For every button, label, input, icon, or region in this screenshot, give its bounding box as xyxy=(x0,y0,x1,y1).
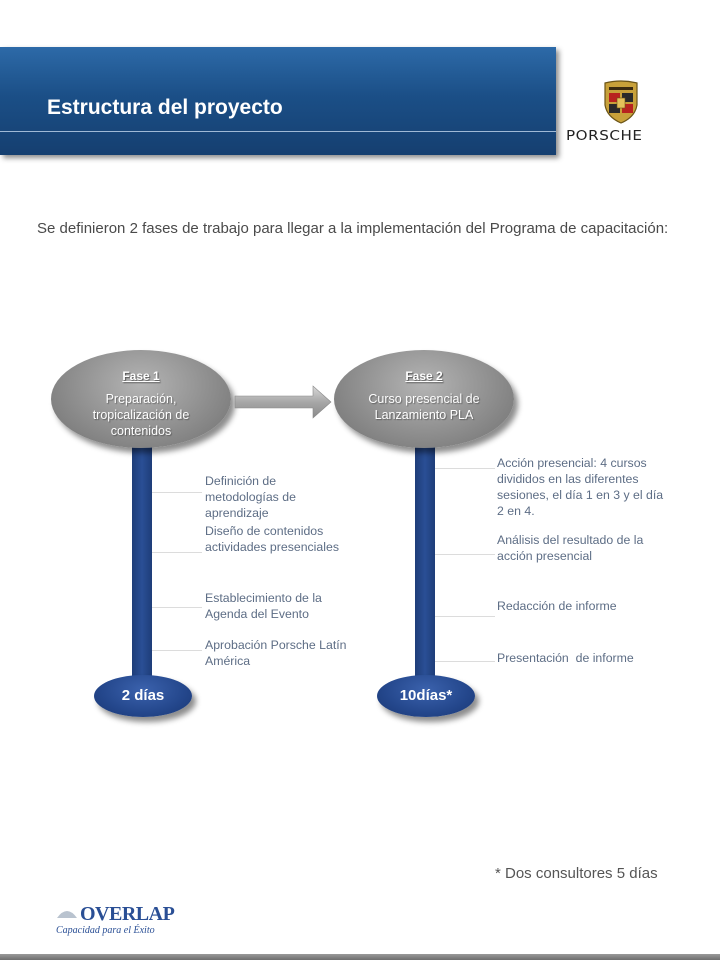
phase-2-oval: Fase 2 Curso presencial de Lanzamiento P… xyxy=(334,350,514,448)
phase-1-step-4: Aprobación Porsche Latín América xyxy=(205,638,347,668)
phase-2-step-4: Presentación de informe xyxy=(497,651,634,665)
phase-2-description: Curso presencial de Lanzamiento PLA xyxy=(368,392,480,422)
phase-1-description: Preparación, tropicalización de contenid… xyxy=(92,392,190,438)
page-title: Estructura del proyecto xyxy=(47,96,283,119)
phase-2-step-tick xyxy=(435,661,495,662)
phase-1-duration-badge: 2 días xyxy=(94,675,192,717)
header-banner xyxy=(0,47,556,155)
phase-1-step-3: Establecimiento de la Agenda del Evento xyxy=(205,591,322,621)
phase-2-duration-badge: 10días* xyxy=(377,675,475,717)
phase-arrow-icon xyxy=(234,385,332,419)
phase-1-timeline-bar xyxy=(132,440,152,685)
phase-2-step-3: Redacción de informe xyxy=(497,599,617,613)
overlap-logo-icon xyxy=(57,911,77,918)
header-divider xyxy=(0,131,556,132)
phase-1-step-tick xyxy=(152,650,202,651)
phase-2-label: Fase 2 xyxy=(405,369,443,383)
phase-1-oval: Fase 1 Preparación, tropicalización de c… xyxy=(51,350,231,448)
phase-2-timeline-bar xyxy=(415,440,435,685)
porsche-crest-icon xyxy=(604,80,638,124)
porsche-logo-text: PORSCHE xyxy=(566,128,643,144)
phase-1-step-tick xyxy=(152,607,202,608)
phase-2-step-1: Acción presencial: 4 cursos divididos en… xyxy=(497,456,664,518)
overlap-tagline: Capacidad para el Éxito xyxy=(56,925,155,936)
phase-1-label: Fase 1 xyxy=(122,369,160,383)
phase-1-step-2: Diseño de contenidos actividades presenc… xyxy=(205,524,339,554)
phase-1-step-tick xyxy=(152,492,202,493)
overlap-logo-text: OVERLAP xyxy=(80,903,175,925)
footer-strip xyxy=(0,954,720,960)
phase-2-step-tick xyxy=(435,616,495,617)
phase-1-step-1: Definición de metodologías de aprendizaj… xyxy=(205,474,296,520)
phase-2-step-2: Análisis del resultado de la acción pres… xyxy=(497,533,644,563)
phase-2-step-tick xyxy=(435,468,495,469)
phase-2-step-tick xyxy=(435,554,495,555)
phase-1-step-tick xyxy=(152,552,202,553)
footnote: * Dos consultores 5 días xyxy=(495,865,658,882)
intro-text: Se definieron 2 fases de trabajo para ll… xyxy=(37,220,669,237)
